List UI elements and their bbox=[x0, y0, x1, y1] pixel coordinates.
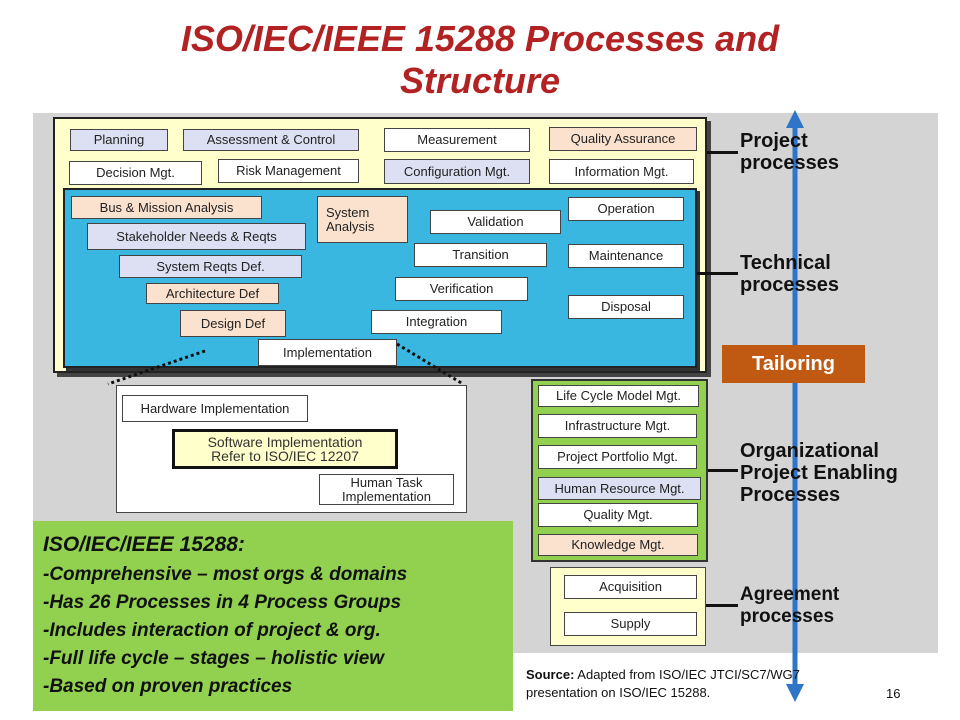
process-configuration-mgt: Configuration Mgt. bbox=[384, 159, 530, 184]
hardware-implementation: Hardware Implementation bbox=[122, 395, 308, 422]
process-human-resource-mgt: Human Resource Mgt. bbox=[538, 477, 701, 500]
project-processes-label: Project processes bbox=[740, 130, 839, 174]
tailoring-label: Tailoring bbox=[722, 345, 865, 383]
agreement-processes-label: Agreement processes bbox=[740, 584, 839, 628]
process-decision-mgt: Decision Mgt. bbox=[69, 161, 202, 185]
agreement-label-line-1: Agreement bbox=[740, 584, 840, 605]
process-quality-assurance: Quality Assurance bbox=[549, 127, 697, 151]
process-implementation: Implementation bbox=[258, 339, 397, 366]
process-bus-mission-analysis: Bus & Mission Analysis bbox=[71, 196, 262, 219]
title-line-2: Structure bbox=[399, 60, 561, 101]
organizational-label-line-2: Project Enabling bbox=[740, 462, 898, 484]
source-note: Source: Adapted from ISO/IEC JTCI/SC7/WG… bbox=[526, 666, 800, 702]
process-maintenance: Maintenance bbox=[568, 244, 684, 268]
project-label-line-2: processes bbox=[740, 152, 839, 174]
connector-agreement bbox=[706, 604, 738, 607]
project-label-line-1: Project bbox=[740, 130, 808, 152]
process-integration: Integration bbox=[371, 310, 502, 334]
process-risk-management: Risk Management bbox=[218, 159, 359, 183]
human-task-line-2: Implementation bbox=[342, 488, 431, 504]
process-system-analysis: System Analysis bbox=[317, 196, 408, 243]
technical-label-line-2: processes bbox=[740, 274, 839, 296]
software-implementation-line-1: Software Implementation bbox=[207, 434, 363, 450]
source-text-1: Adapted from ISO/IEC JTCI/SC7/WG7 bbox=[574, 667, 800, 682]
technical-processes-label: Technical processes bbox=[740, 252, 839, 296]
organizational-processes-panel bbox=[531, 379, 708, 562]
process-measurement: Measurement bbox=[384, 128, 530, 152]
process-operation: Operation bbox=[568, 197, 684, 221]
connector-technical bbox=[697, 272, 738, 275]
organizational-processes-label: Organizational Project Enabling Processe… bbox=[740, 440, 898, 506]
organizational-label-line-3: Processes bbox=[740, 484, 841, 506]
process-information-mgt: Information Mgt. bbox=[549, 159, 694, 184]
process-planning: Planning bbox=[70, 129, 168, 151]
process-assessment-control: Assessment & Control bbox=[183, 129, 359, 151]
source-label: Source: bbox=[526, 667, 575, 682]
process-infrastructure-mgt: Infrastructure Mgt. bbox=[538, 414, 697, 438]
summary-line-5: -Based on proven practices bbox=[43, 676, 293, 697]
connector-organizational bbox=[708, 469, 738, 472]
tailoring-double-arrow bbox=[786, 110, 804, 702]
process-transition: Transition bbox=[414, 243, 547, 267]
process-verification: Verification bbox=[395, 277, 528, 301]
process-architecture-def: Architecture Def bbox=[146, 283, 279, 304]
process-stakeholder-needs: Stakeholder Needs & Reqts bbox=[87, 223, 306, 250]
human-task-implementation: Human Task Implementation bbox=[319, 474, 454, 505]
technical-label-line-1: Technical bbox=[740, 252, 831, 274]
human-task-line-1: Human Task bbox=[350, 474, 423, 490]
connector-project bbox=[707, 151, 738, 154]
process-acquisition: Acquisition bbox=[564, 575, 697, 599]
summary-line-2: -Has 26 Processes in 4 Process Groups bbox=[43, 592, 402, 613]
process-supply: Supply bbox=[564, 612, 697, 636]
process-life-cycle-model-mgt: Life Cycle Model Mgt. bbox=[538, 385, 699, 407]
summary-line-1: -Comprehensive – most orgs & domains bbox=[43, 564, 408, 585]
process-knowledge-mgt: Knowledge Mgt. bbox=[538, 534, 698, 556]
agreement-label-line-2: processes bbox=[740, 606, 835, 627]
software-implementation-line-2: Refer to ISO/IEC 12207 bbox=[211, 448, 359, 464]
process-system-reqts-def: System Reqts Def. bbox=[119, 255, 302, 278]
process-quality-mgt: Quality Mgt. bbox=[538, 503, 698, 527]
organizational-label-line-1: Organizational bbox=[740, 440, 879, 462]
process-validation: Validation bbox=[430, 210, 561, 234]
software-implementation: Software Implementation Refer to ISO/IEC… bbox=[172, 429, 398, 469]
summary-line-3: -Includes interaction of project & org. bbox=[43, 620, 381, 641]
source-text-2: presentation on ISO/IEC 15288. bbox=[526, 685, 711, 700]
page-number: 16 bbox=[886, 686, 901, 701]
process-disposal: Disposal bbox=[568, 295, 684, 319]
title-line-1: ISO/IEC/IEEE 15288 Processes and bbox=[180, 18, 780, 59]
summary-box: ISO/IEC/IEEE 15288: -Comprehensive – mos… bbox=[33, 521, 513, 711]
slide-title: ISO/IEC/IEEE 15288 Processes and Structu… bbox=[0, 18, 960, 102]
summary-line-4: -Full life cycle – stages – holistic vie… bbox=[43, 648, 385, 669]
process-design-def: Design Def bbox=[180, 310, 286, 337]
process-project-portfolio-mgt: Project Portfolio Mgt. bbox=[538, 445, 697, 469]
summary-heading: ISO/IEC/IEEE 15288: bbox=[43, 533, 245, 556]
